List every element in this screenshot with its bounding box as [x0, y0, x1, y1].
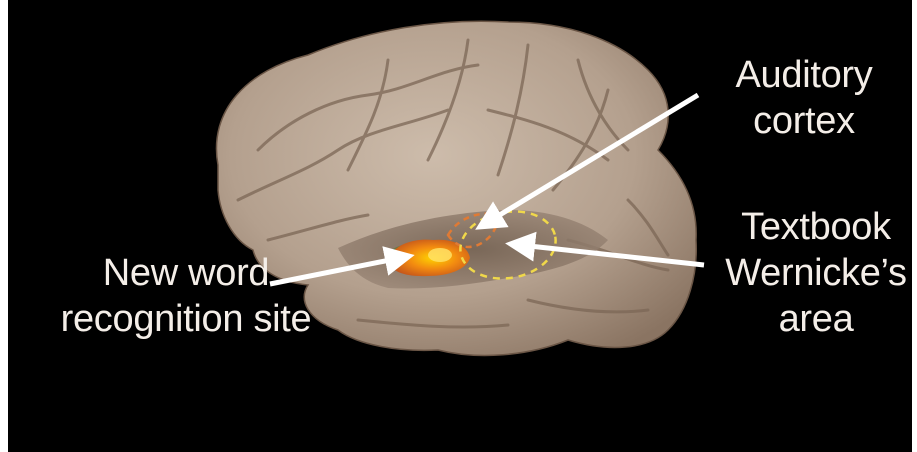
- label-auditory-cortex: Auditory cortex: [684, 52, 912, 144]
- label-auditory-line-2: cortex: [684, 98, 912, 144]
- label-wernicke-line-3: area: [696, 296, 912, 342]
- label-auditory-line-1: Auditory: [684, 52, 912, 98]
- label-wernicke-line-1: Textbook: [696, 204, 912, 250]
- label-newword-line-1: New word: [36, 250, 336, 296]
- label-textbook-wernicke: Textbook Wernicke’s area: [696, 204, 912, 342]
- label-newword-line-2: recognition site: [36, 296, 336, 342]
- label-wernicke-line-2: Wernicke’s: [696, 250, 912, 296]
- brain-figure: Auditory cortex Textbook Wernicke’s area…: [8, 0, 912, 452]
- label-new-word-site: New word recognition site: [36, 250, 336, 342]
